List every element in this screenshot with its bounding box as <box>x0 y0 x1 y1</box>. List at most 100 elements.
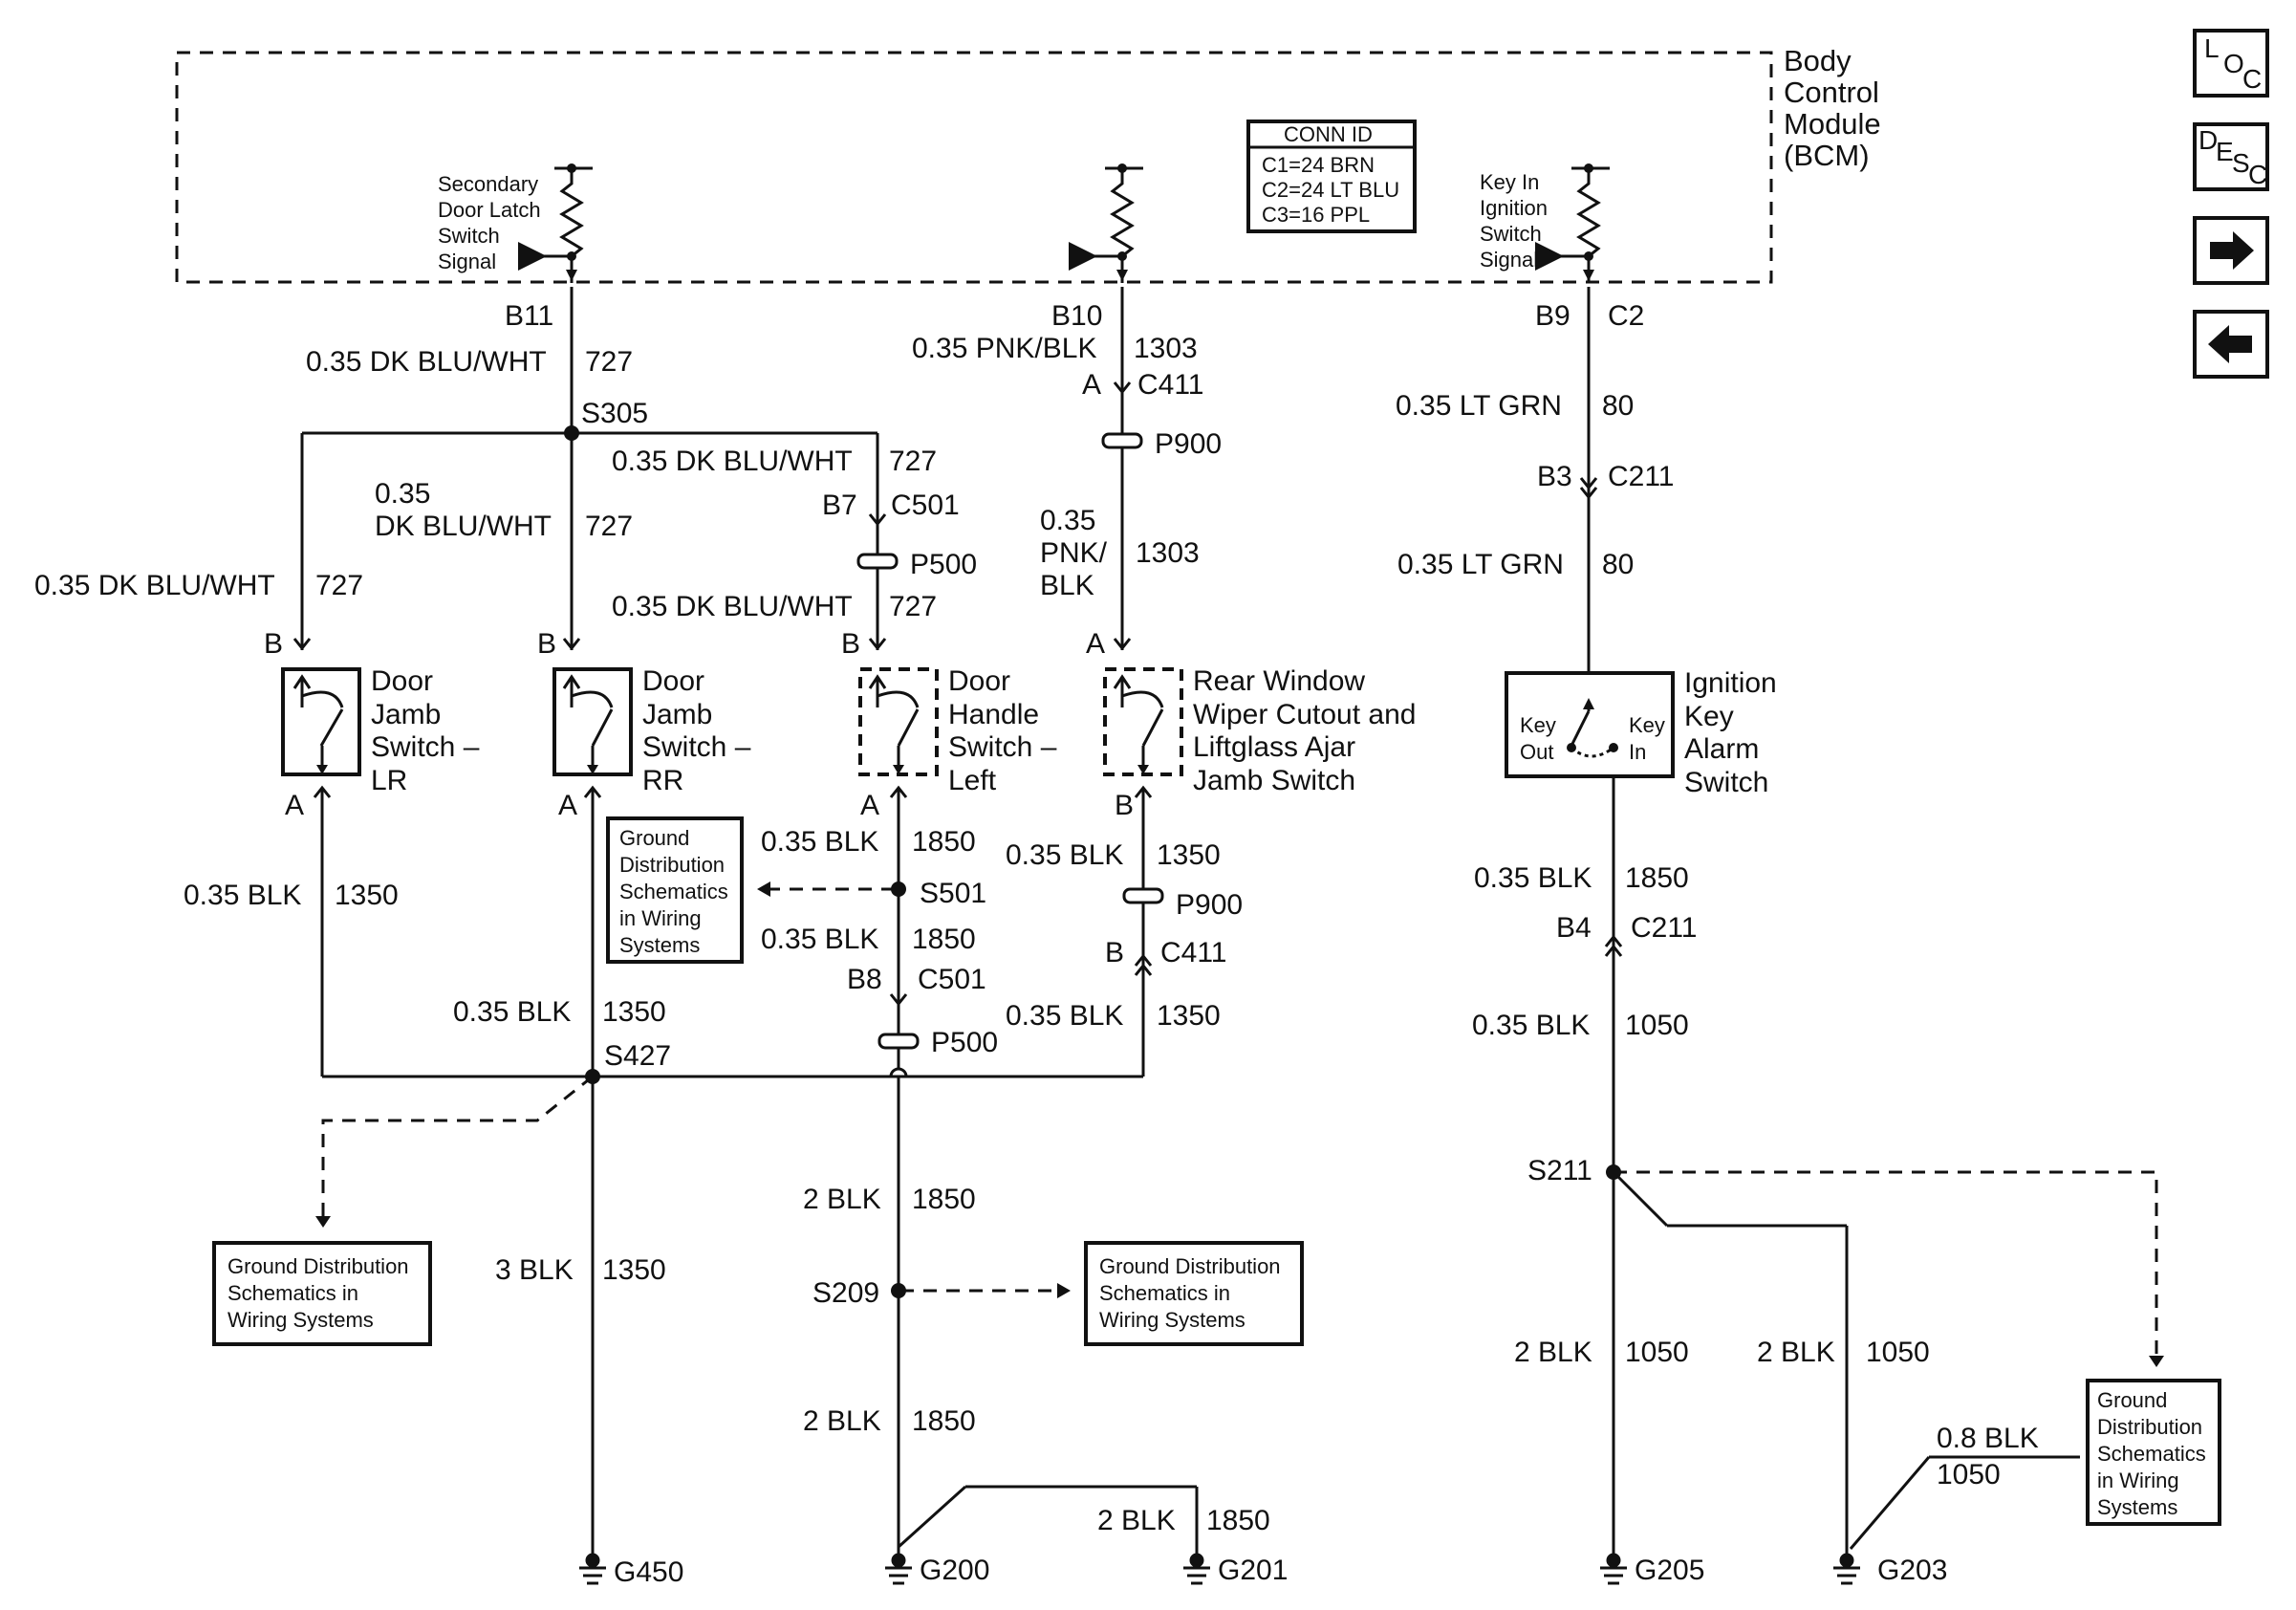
wire-label: 3 BLK <box>495 1254 574 1286</box>
switch-rr-label-2: Jamb <box>642 699 712 730</box>
ground-ref-line: Schematics <box>619 880 728 903</box>
ground-ref-line: Schematics in <box>227 1281 358 1305</box>
splice-label: S211 <box>1527 1155 1592 1186</box>
wire-label: 1303 <box>1136 537 1200 569</box>
switch-handle-label-1: Door <box>948 665 1010 697</box>
loc-letter: C <box>2242 64 2262 94</box>
wire-label: 80 <box>1602 549 1634 580</box>
wire-label: 0.35 DK BLU/WHT <box>306 346 547 378</box>
wire-label: 0.35 BLK <box>1006 839 1123 871</box>
ground-ref-line: Schematics <box>2097 1442 2206 1466</box>
pin-label: C2 <box>1608 300 1644 332</box>
switch-lr-label-3: Switch – <box>371 731 480 763</box>
wire-label: BLK <box>1040 570 1094 601</box>
conn-id-row: C2=24 LT BLU <box>1262 178 1399 202</box>
pin-label: B9 <box>1535 300 1570 332</box>
key-in-label-3: Switch <box>1480 222 1542 246</box>
arrow-left-icon <box>2208 325 2252 363</box>
pin-label: A <box>285 790 304 821</box>
wire-label: 1850 <box>1206 1505 1270 1536</box>
wire-label: 2 BLK <box>1757 1337 1835 1368</box>
wire-label: 0.35 DK BLU/WHT <box>34 570 275 601</box>
pin-label: A <box>1086 628 1105 660</box>
desc-letter: S <box>2232 148 2250 178</box>
ground-label: G450 <box>614 1556 683 1588</box>
ground-label: G201 <box>1218 1555 1288 1586</box>
key-out-label-2: Out <box>1520 740 1553 764</box>
switch-rr-label-3: Switch – <box>642 731 751 763</box>
desc-button[interactable]: D E S C <box>2193 122 2269 191</box>
loc-letter: L <box>2204 33 2220 63</box>
pin-label: B3 <box>1537 461 1572 492</box>
pin-label: C211 <box>1608 461 1675 492</box>
connector-label: P500 <box>931 1027 998 1058</box>
loc-letter: O <box>2223 49 2244 78</box>
door-latch-label-2: Door Latch <box>438 198 541 222</box>
pin-label: C411 <box>1160 937 1227 968</box>
pin-label: C501 <box>918 964 986 995</box>
ground-reference-box[interactable]: Ground Distribution Schematics in Wiring… <box>212 1241 432 1346</box>
wire-label: 727 <box>889 591 937 622</box>
ground-label: G200 <box>920 1555 989 1586</box>
conn-id-table: CONN ID C1=24 BRN C2=24 LT BLU C3=16 PPL <box>1246 120 1417 233</box>
inline-connectors <box>856 432 1164 1050</box>
ground-reference-box[interactable]: Ground Distribution Schematics in Wiring… <box>2086 1379 2221 1526</box>
bcm-title-2: Control <box>1784 76 1879 109</box>
wire-label: 1850 <box>912 924 976 955</box>
switch-rr-label-4: RR <box>642 765 683 796</box>
bcm-input-key-in: Key In Ignition Switch Signal <box>1480 163 1610 283</box>
wire-label: 0.35 PNK/BLK <box>912 333 1096 364</box>
door-jamb-switch-lr: Door Jamb Switch – LR <box>281 665 480 796</box>
wire-label: 0.8 BLK <box>1937 1423 2039 1454</box>
pin-label: B <box>264 628 283 660</box>
ground-reference-box[interactable]: Ground Distribution Schematics in Wiring… <box>606 816 744 964</box>
splice-label: S501 <box>920 878 986 909</box>
ground-ref-line: Systems <box>619 933 700 957</box>
connector-chevrons <box>292 381 1623 1007</box>
door-handle-switch-left: Door Handle Switch – Left <box>858 665 1057 796</box>
connector-label: P500 <box>910 549 977 580</box>
ground-ref-line: Schematics in <box>1099 1281 1230 1305</box>
door-latch-label-4: Signal <box>438 250 496 273</box>
ground-ref-line: Ground Distribution <box>1099 1254 1281 1278</box>
pin-label: C501 <box>891 490 960 521</box>
ignition-key-alarm-switch: Key Out Key In Ignition Key Alarm Switch <box>1505 667 1777 798</box>
loc-button[interactable]: L O C <box>2193 29 2269 98</box>
ignition-label-3: Alarm <box>1684 733 1759 765</box>
wire-label: 1303 <box>1134 333 1198 364</box>
connector-label: P900 <box>1155 428 1222 460</box>
pin-label: A <box>558 790 577 821</box>
ground-reference-box[interactable]: Ground Distribution Schematics in Wiring… <box>1084 1241 1304 1346</box>
wire-label: PNK/ <box>1040 537 1108 569</box>
switch-lr-label-1: Door <box>371 665 433 697</box>
wire-label: 1350 <box>1157 1000 1221 1032</box>
splice-labels: S305 S501 S427 S209 S211 <box>581 398 1592 1309</box>
next-button[interactable] <box>2193 216 2269 285</box>
switch-handle-label-2: Handle <box>948 699 1039 730</box>
pin-label: B8 <box>847 964 882 995</box>
wire-label: 1350 <box>1157 839 1221 871</box>
ground-ref-line: Wiring Systems <box>1099 1308 1245 1332</box>
door-latch-label-1: Secondary <box>438 172 538 196</box>
splice-label: S427 <box>604 1040 671 1072</box>
switch-handle-label-3: Switch – <box>948 731 1057 763</box>
ground-label: G203 <box>1877 1555 1947 1586</box>
wire-label: 1850 <box>912 1184 976 1215</box>
ground-ref-line: in Wiring <box>2097 1469 2179 1492</box>
splice-dots <box>564 425 1621 1298</box>
ignition-label-2: Key <box>1684 701 1734 732</box>
wire-label: 0.35 LT GRN <box>1397 549 1564 580</box>
back-button[interactable] <box>2193 310 2269 379</box>
wire-label: 1850 <box>912 826 976 858</box>
wire-label: 1350 <box>335 880 399 911</box>
wire-label: 727 <box>585 346 633 378</box>
wire-label: 2 BLK <box>1514 1337 1592 1368</box>
key-in-label-1: Key In <box>1480 170 1539 194</box>
switch-rear-label-4: Jamb Switch <box>1193 765 1355 796</box>
ground-labels: G450 G200 G201 G205 G203 <box>614 1555 1947 1588</box>
pin-label: C211 <box>1631 912 1698 944</box>
splice-label: S209 <box>812 1277 879 1309</box>
pin-label: B11 <box>505 300 553 332</box>
pin-label: B4 <box>1556 912 1592 944</box>
desc-letter: C <box>2248 160 2267 189</box>
